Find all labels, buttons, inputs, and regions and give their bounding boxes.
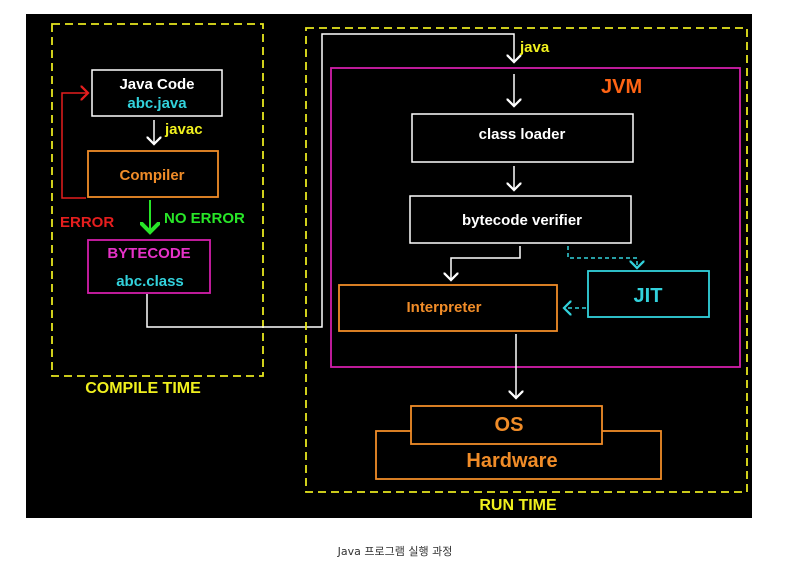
compiler-box bbox=[87, 150, 219, 198]
interpreter-label: Interpreter bbox=[406, 299, 481, 316]
bytecode-verifier-label: bytecode verifier bbox=[462, 212, 582, 229]
error-label: ERROR bbox=[60, 214, 114, 231]
compiler-label: Compiler bbox=[119, 167, 184, 184]
bytecode-verifier-box bbox=[409, 195, 632, 244]
verifier-to-jit-arrow bbox=[567, 246, 637, 268]
class-loader-label: class loader bbox=[479, 126, 566, 143]
java-command-label: java bbox=[519, 39, 550, 56]
jvm-label: JVM bbox=[601, 76, 642, 98]
jvm-box bbox=[330, 67, 741, 368]
verifier-to-interpreter-arrow bbox=[451, 246, 521, 280]
bytecode-file: abc.class bbox=[116, 273, 184, 290]
compile-time-region bbox=[51, 23, 264, 377]
interpreter-box bbox=[338, 284, 558, 332]
jit-label: JIT bbox=[634, 285, 663, 307]
error-arrow bbox=[61, 93, 88, 199]
compile-time-label: COMPILE TIME bbox=[85, 380, 201, 397]
class-loader-box bbox=[411, 113, 634, 163]
java-code-box bbox=[91, 69, 223, 117]
javac-label: javac bbox=[164, 121, 203, 138]
os-box bbox=[410, 405, 603, 445]
bytecode-to-jvm-connector bbox=[146, 33, 514, 328]
os-label: OS bbox=[495, 414, 524, 436]
java-code-title: Java Code bbox=[119, 76, 194, 93]
java-code-file: abc.java bbox=[127, 95, 187, 112]
run-time-label: RUN TIME bbox=[479, 497, 557, 514]
run-time-region bbox=[305, 27, 748, 493]
jit-box bbox=[587, 270, 710, 318]
bytecode-box bbox=[87, 239, 211, 294]
bytecode-title: BYTECODE bbox=[107, 245, 190, 262]
hardware-label: Hardware bbox=[466, 450, 557, 472]
figure-caption: Java 프로그램 실행 과정 bbox=[337, 545, 453, 558]
no-error-label: NO ERROR bbox=[164, 210, 245, 227]
